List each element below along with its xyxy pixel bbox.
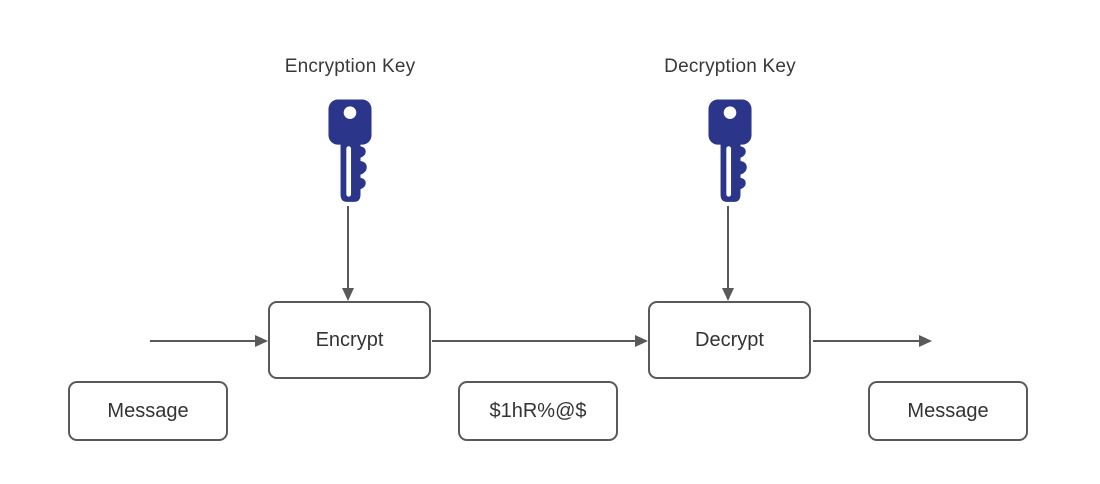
- message-input-node: Message: [68, 381, 228, 441]
- ciphertext-label: $1hR%@$: [489, 399, 587, 422]
- arrow-encrypt-to-decrypt: [432, 340, 635, 342]
- arrowhead-right-icon: [635, 335, 648, 347]
- encrypt-node-label: Encrypt: [315, 328, 384, 351]
- message-output-label: Message: [907, 399, 989, 422]
- arrowhead-down-icon: [722, 288, 734, 301]
- ciphertext-node: $1hR%@$: [458, 381, 618, 441]
- decrypt-node: Decrypt: [648, 301, 811, 379]
- arrow-decrypt-to-message: [813, 340, 919, 342]
- message-input-label: Message: [107, 399, 189, 422]
- arrowhead-down-icon: [342, 288, 354, 301]
- encrypt-node: Encrypt: [268, 301, 431, 379]
- key-icon: [708, 99, 752, 202]
- message-output-node: Message: [868, 381, 1028, 441]
- arrow-message-to-encrypt: [150, 340, 255, 342]
- key-icon: [328, 99, 372, 202]
- arrowhead-right-icon: [255, 335, 268, 347]
- arrow-encryption-key-to-encrypt: [347, 206, 349, 289]
- arrow-decryption-key-to-decrypt: [727, 206, 729, 289]
- decryption-key-label: Decryption Key: [664, 56, 796, 77]
- encryption-key-label: Encryption Key: [284, 56, 416, 77]
- arrowhead-right-icon: [919, 335, 932, 347]
- decrypt-node-label: Decrypt: [695, 328, 764, 351]
